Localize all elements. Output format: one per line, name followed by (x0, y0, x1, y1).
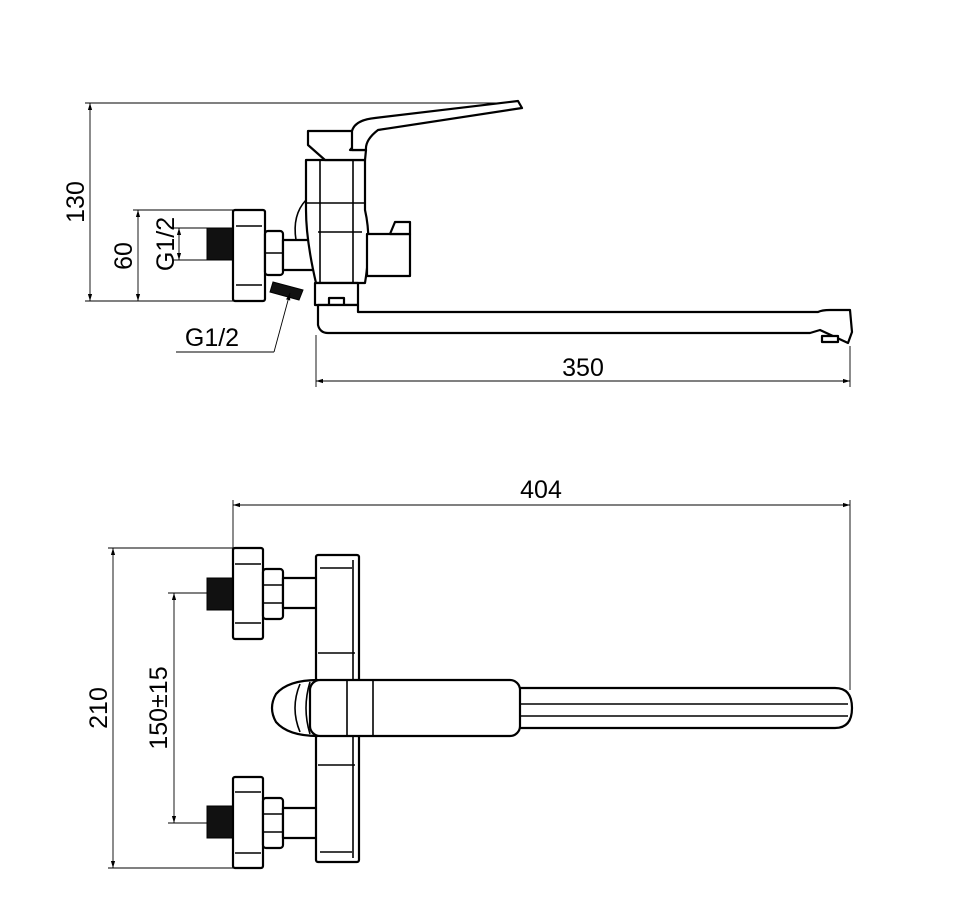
dim-label-350: 350 (562, 354, 604, 382)
lever (350, 99, 524, 152)
dimension-60: 60 (110, 209, 235, 301)
dim-label-210: 210 (85, 687, 113, 729)
dimension-130: 130 (62, 102, 520, 302)
lower-inlet (206, 775, 319, 870)
spout-top (513, 686, 854, 730)
spout (316, 303, 854, 345)
dimension-350: 350 (315, 335, 851, 387)
dimension-thread-outlet: G1/2 (176, 292, 291, 353)
dim-label-g12-outlet: G1/2 (185, 324, 239, 352)
dimension-thread-g12: G1/2 (152, 217, 210, 271)
dim-label-60: 60 (110, 242, 138, 270)
side-view: 130 60 G1/2 (62, 99, 854, 387)
dim-label-g12-vertical: G1/2 (152, 217, 180, 271)
aerator (820, 334, 840, 344)
inlet-flange (231, 208, 267, 303)
inlet-thread (206, 227, 235, 261)
dimension-210: 210 (85, 547, 235, 869)
dimension-404: 404 (232, 476, 851, 690)
dim-label-404: 404 (520, 476, 562, 504)
diverter (365, 232, 412, 278)
top-view: 404 210 150±15 (85, 476, 854, 870)
dim-label-150-15: 150±15 (145, 666, 173, 749)
upper-inlet (206, 546, 319, 641)
handle-top (308, 678, 522, 738)
mixer-body (304, 158, 370, 285)
outlet-thread (269, 281, 304, 301)
dimension-150-15: 150±15 (145, 592, 210, 824)
dim-label-130: 130 (62, 181, 90, 223)
